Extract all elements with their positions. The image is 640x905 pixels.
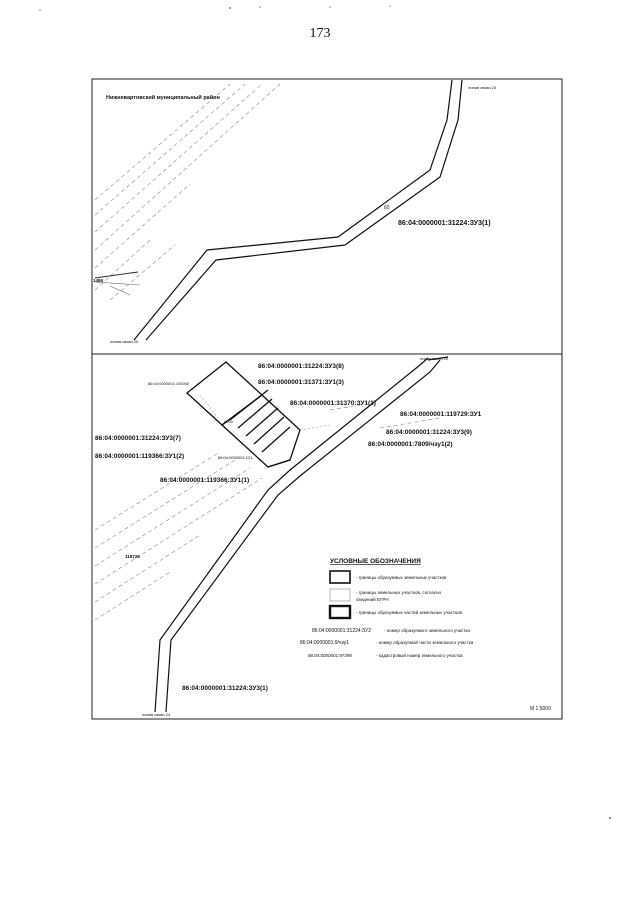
bottom-corridor: [154, 356, 449, 713]
line-label-top: линия связи 24: [468, 85, 497, 90]
line-label-bottom-bottom: линия связи 24: [142, 712, 171, 717]
legend-title: УСЛОВНЫЕ ОБОЗНАЧЕНИЯ: [330, 558, 421, 565]
label-area-119729: 119729: [125, 554, 140, 559]
legend-item1: - границы образуемых земельных участков: [356, 575, 447, 580]
label-small-c: 0000: [224, 419, 234, 424]
parcel-label-top: 86:04:0000001:31224:ЗУ3(1): [398, 220, 491, 227]
legend-code1: 86:04:0000001:31224:ЗУ2: [312, 628, 371, 634]
label-zu1-3: 86:04:0000001:31371:ЗУ1(3): [258, 379, 344, 386]
legend-desc3: - кадастровый номер земельного участка: [376, 652, 463, 658]
legend: УСЛОВНЫЕ ОБОЗНАЧЕНИЯ - границы образуемы…: [300, 558, 474, 658]
bottom-map-frame: [91, 353, 563, 720]
label-zu1-1: 86:04:0000001:31370:ЗУ1(1): [290, 400, 376, 407]
parcel-cluster: [185, 361, 301, 468]
label-zu3-8: 86:04:0000001:31224:ЗУ3(8): [258, 363, 344, 370]
legend-code2: 86:04:0000001:9/чзу1: [300, 640, 349, 646]
legend-swatch-parts: [328, 604, 352, 620]
small-label-60: 60: [384, 205, 390, 211]
legend-item2a: - границы земельных участков, согласно: [356, 590, 442, 595]
label-zu3-7: 86:04:0000001:31224:ЗУ3(7): [95, 435, 181, 442]
label-119366-2: 86:04:0000001:119366:ЗУ1(2): [95, 453, 184, 460]
label-small-b: 86:04:0000001:121: [218, 455, 253, 460]
scan-artifacts: [39, 5, 612, 820]
legend-code3: 86:04:0000001:97398: [308, 653, 352, 658]
line-label-bottom: линия связи 20: [110, 339, 139, 344]
district-label: Нижневартовский муниципальный район: [106, 94, 220, 101]
label-7809: 86:04:0000001:7809/чзу1(2): [368, 441, 453, 448]
bottom-map: 86:04:0000001:31224:ЗУ3(8) 86:04:0000001…: [91, 353, 563, 720]
scale-label: М 1:5000: [530, 706, 551, 712]
label-small-a: 86:04:0000001:100000: [148, 381, 190, 386]
legend-desc1: - номер образуемого земельного участка: [384, 628, 470, 633]
top-corridor: [133, 79, 463, 341]
left-edge-label: 1486: [93, 278, 104, 283]
label-zu3-9: 86:04:0000001:31224:ЗУ3(9): [386, 429, 472, 436]
legend-item3: - границы образуемых частей земельных уч…: [356, 609, 462, 615]
legend-swatch-egrn: [329, 588, 351, 602]
top-map-frame: [91, 78, 563, 355]
legend-item2b: сведений ЕГРН: [356, 596, 389, 602]
top-map: Нижневартовский муниципальный район 86:0…: [91, 78, 563, 355]
legend-swatch-formed: [329, 570, 351, 584]
label-zu3-1-bottom: 86:04:0000001:31224:ЗУ3(1): [182, 685, 268, 692]
legend-desc2: - номер образуемой части земельного учас…: [376, 639, 474, 645]
page-number: 173: [309, 26, 331, 41]
top-hatching: [94, 83, 281, 301]
line-label-bottom-top: линия связи 20: [420, 356, 449, 361]
bottom-hatching: [94, 404, 441, 621]
label-119729: 86:04:0000001:119729:ЗУ1: [400, 411, 482, 418]
label-119366-1: 86:04:0000001:119366:ЗУ1(1): [160, 477, 249, 484]
